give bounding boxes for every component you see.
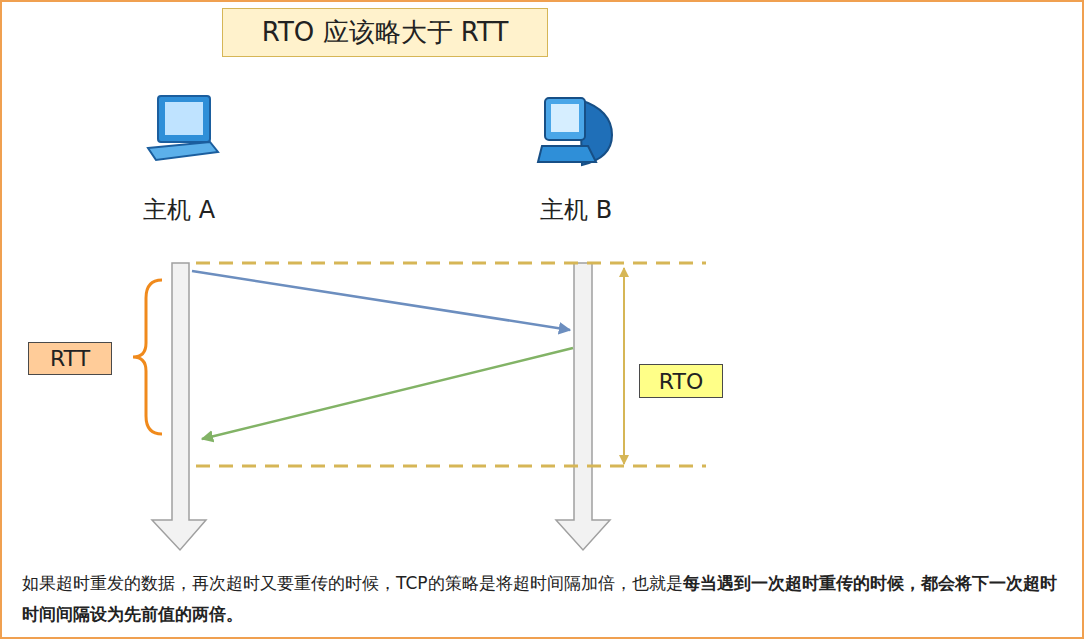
dashed-line	[196, 262, 706, 265]
ack-arrow	[202, 348, 573, 439]
host-label: 主机 B	[540, 194, 612, 226]
host-label: 主机 A	[143, 194, 215, 226]
timeline-b	[556, 263, 610, 550]
caption: 如果超时重发的数据，再次超时又要重传的时候，TCP的策略是将超时间隔加倍，也就是…	[22, 568, 1062, 630]
title: RTO 应该略大于 RTT	[262, 15, 509, 50]
node-label: RTT	[50, 346, 90, 371]
caption-text: 如果超时重发的数据，再次超时又要重传的时候，TCP的策略是将超时间隔加倍，也就是	[22, 573, 683, 593]
rtt-brace	[133, 280, 162, 434]
rto-span-arrow	[623, 268, 625, 464]
monitor-icon	[538, 98, 612, 165]
dashed-line	[196, 465, 706, 468]
laptop-icon	[148, 96, 218, 160]
node-label: RTO	[659, 369, 703, 394]
timeline-a	[152, 263, 206, 550]
send-arrow	[192, 271, 570, 330]
rtt-box: RTT	[28, 342, 112, 375]
title-box: RTO 应该略大于 RTT	[222, 8, 548, 57]
rto-box: RTO	[639, 364, 723, 398]
